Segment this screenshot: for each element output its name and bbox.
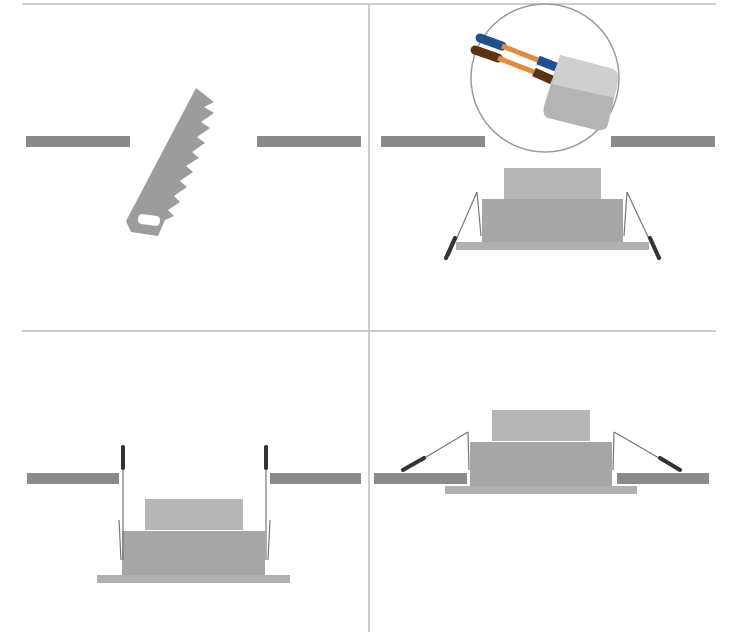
light-body [470,442,612,486]
ceiling-board-right [257,136,361,147]
driver-box [504,168,601,199]
spring-left-post [476,191,482,237]
wire-connector-detail [470,3,620,153]
wire-brown-insulation [470,45,503,63]
downlight [444,168,661,260]
downlight [401,410,682,494]
spring-right-post [623,191,628,237]
panel-step-4 [374,410,709,494]
driver-box [145,499,243,530]
spring-left-post [467,431,470,471]
panel-step-1 [26,88,361,236]
light-trim [456,242,649,250]
spring-left-post [118,519,122,561]
spring-right-tip [658,456,682,472]
light-trim [97,575,290,583]
ceiling-board-left [374,473,467,484]
wire-blue-end [536,55,558,72]
ceiling-board-right [270,473,361,484]
spring-left-tip [444,236,457,260]
panel-step-2 [381,3,715,260]
ceiling-board-right [611,136,715,147]
ceiling-board-left [26,136,130,147]
terminal-block-top [552,55,619,98]
spring-right-tip [648,236,661,260]
wire-blue-insulation [475,33,507,51]
spring-left-tip [401,456,426,472]
driver-box [492,410,590,441]
ceiling-board-left [27,473,119,484]
wire-brown-end [532,67,554,85]
spring-right-post [267,519,271,561]
light-body [482,199,623,242]
grid-lines [22,3,716,632]
ceiling-board-right [617,473,709,484]
ceiling-board-left [381,136,485,147]
panel-step-3 [27,445,361,583]
downlight [97,445,290,583]
wire-blue-copper [501,43,539,63]
light-body [122,531,265,575]
saw-icon [126,88,214,236]
light-trim [445,486,637,494]
spring-right-post [612,431,615,471]
wire-brown-copper [497,55,535,75]
saw-handle-hole [137,214,161,226]
saw-blade [126,88,214,236]
